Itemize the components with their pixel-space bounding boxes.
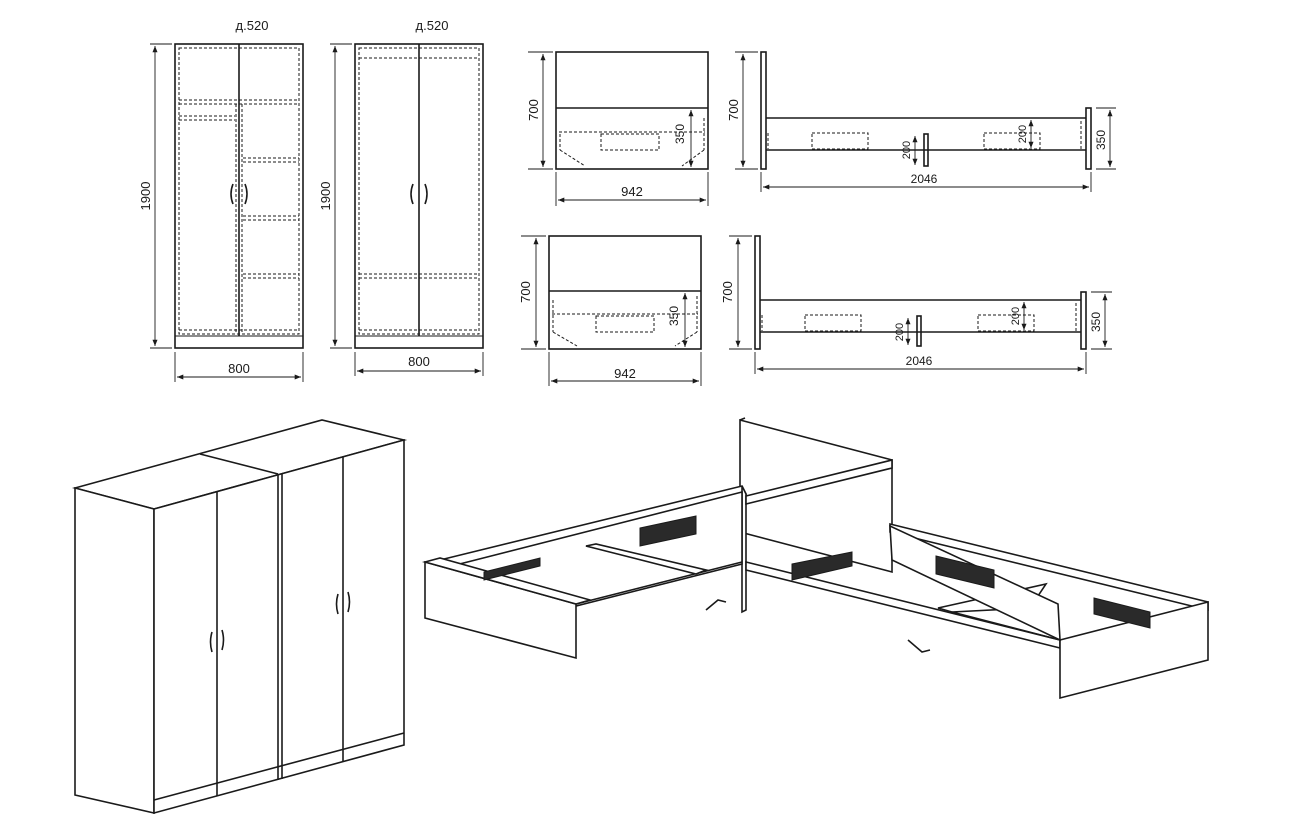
bed-1-drawer-label: 350 (673, 124, 687, 144)
wardrobe-isometric-view (71, 419, 408, 815)
bed-1-side-height-label: 700 (726, 99, 741, 121)
bed-1-front-width-label: 942 (621, 184, 643, 199)
bed-2-rail-label: 200 (1010, 307, 1022, 325)
bed-2-side-view: 700 200 200 350 2046 (720, 235, 1112, 374)
bed-1-front-height-label: 700 (526, 99, 541, 121)
wardrobe-2-width-label: 800 (408, 354, 430, 369)
bed-1-length-label: 2046 (911, 172, 938, 186)
wardrobe-1-depth-label: д.520 (236, 18, 269, 33)
bed-2-length-label: 2046 (906, 354, 933, 368)
wardrobe-2-depth-label: д.520 (416, 18, 449, 33)
bed-2-foot-label: 350 (1089, 312, 1103, 332)
wardrobe-2-front-view: д.520 1900 800 (318, 18, 484, 376)
wardrobe-1-front-view: д.520 1900 800 (138, 18, 304, 382)
bed-2-front-view: 700 350 942 (518, 235, 702, 386)
bed-2-leg-label: 200 (894, 323, 906, 341)
bed-1-front-view: 700 350 942 (526, 51, 709, 206)
bed-2-front-height-label: 700 (518, 281, 533, 303)
bed-1-foot-label: 350 (1094, 130, 1108, 150)
bed-1-rail-label: 200 (1017, 125, 1029, 143)
beds-isometric-view (421, 417, 1209, 700)
bed-1-side-view: 700 200 200 350 2046 (726, 51, 1116, 192)
bed-2-front-width-label: 942 (614, 366, 636, 381)
bed-1-leg-label: 200 (901, 141, 913, 159)
wardrobe-1-width-label: 800 (228, 361, 250, 376)
bed-2-drawer-label: 350 (667, 306, 681, 326)
wardrobe-1-height-label: 1900 (138, 182, 153, 211)
bed-2-side-height-label: 700 (720, 281, 735, 303)
wardrobe-2-height-label: 1900 (318, 182, 333, 211)
